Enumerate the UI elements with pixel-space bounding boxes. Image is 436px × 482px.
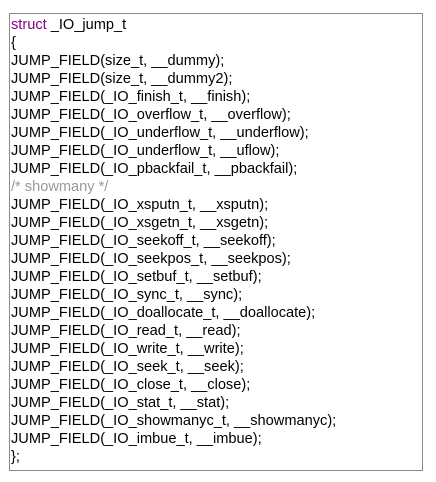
close-brace-line: }; — [11, 449, 20, 465]
code-line-dummy2: JUMP_FIELD(size_t, __dummy2); — [11, 71, 233, 87]
code-listing: struct _IO_jump_t { JUMP_FIELD(size_t, _… — [11, 16, 336, 466]
code-line-pbackfail: JUMP_FIELD(_IO_pbackfail_t, __pbackfail)… — [11, 161, 298, 177]
code-line-showmanyc: JUMP_FIELD(_IO_showmanyc_t, __showmanyc)… — [11, 413, 337, 429]
code-line-seek: JUMP_FIELD(_IO_seek_t, __seek); — [11, 359, 244, 375]
code-line-setbuf: JUMP_FIELD(_IO_setbuf_t, __setbuf); — [11, 269, 262, 285]
code-line-uflow: JUMP_FIELD(_IO_underflow_t, __uflow); — [11, 143, 280, 159]
code-line-underflow: JUMP_FIELD(_IO_underflow_t, __underflow)… — [11, 125, 309, 141]
code-line-sync: JUMP_FIELD(_IO_sync_t, __sync); — [11, 287, 243, 303]
code-line-xsputn: JUMP_FIELD(_IO_xsputn_t, __xsputn); — [11, 197, 269, 213]
code-listing-box: struct _IO_jump_t { JUMP_FIELD(size_t, _… — [9, 13, 423, 471]
struct-name: _IO_jump_t — [46, 17, 127, 33]
showmany-comment-line: /* showmany */ — [11, 179, 109, 195]
code-line-doallocate: JUMP_FIELD(_IO_doallocate_t, __doallocat… — [11, 305, 316, 321]
struct-keyword: struct — [11, 17, 47, 33]
open-brace-line: { — [11, 35, 16, 51]
code-line-seekoff: JUMP_FIELD(_IO_seekoff_t, __seekoff); — [11, 233, 276, 249]
code-line-xsgetn: JUMP_FIELD(_IO_xsgetn_t, __xsgetn); — [11, 215, 269, 231]
code-line-read: JUMP_FIELD(_IO_read_t, __read); — [11, 323, 241, 339]
code-line-finish: JUMP_FIELD(_IO_finish_t, __finish); — [11, 89, 251, 105]
code-line-write: JUMP_FIELD(_IO_write_t, __write); — [11, 341, 244, 357]
code-line-dummy: JUMP_FIELD(size_t, __dummy); — [11, 53, 225, 69]
code-line-imbue: JUMP_FIELD(_IO_imbue_t, __imbue); — [11, 431, 262, 447]
struct-declaration-line: struct _IO_jump_t — [11, 16, 336, 34]
code-line-close: JUMP_FIELD(_IO_close_t, __close); — [11, 377, 251, 393]
code-line-overflow: JUMP_FIELD(_IO_overflow_t, __overflow); — [11, 107, 291, 123]
code-line-seekpos: JUMP_FIELD(_IO_seekpos_t, __seekpos); — [11, 251, 291, 267]
code-line-stat: JUMP_FIELD(_IO_stat_t, __stat); — [11, 395, 230, 411]
